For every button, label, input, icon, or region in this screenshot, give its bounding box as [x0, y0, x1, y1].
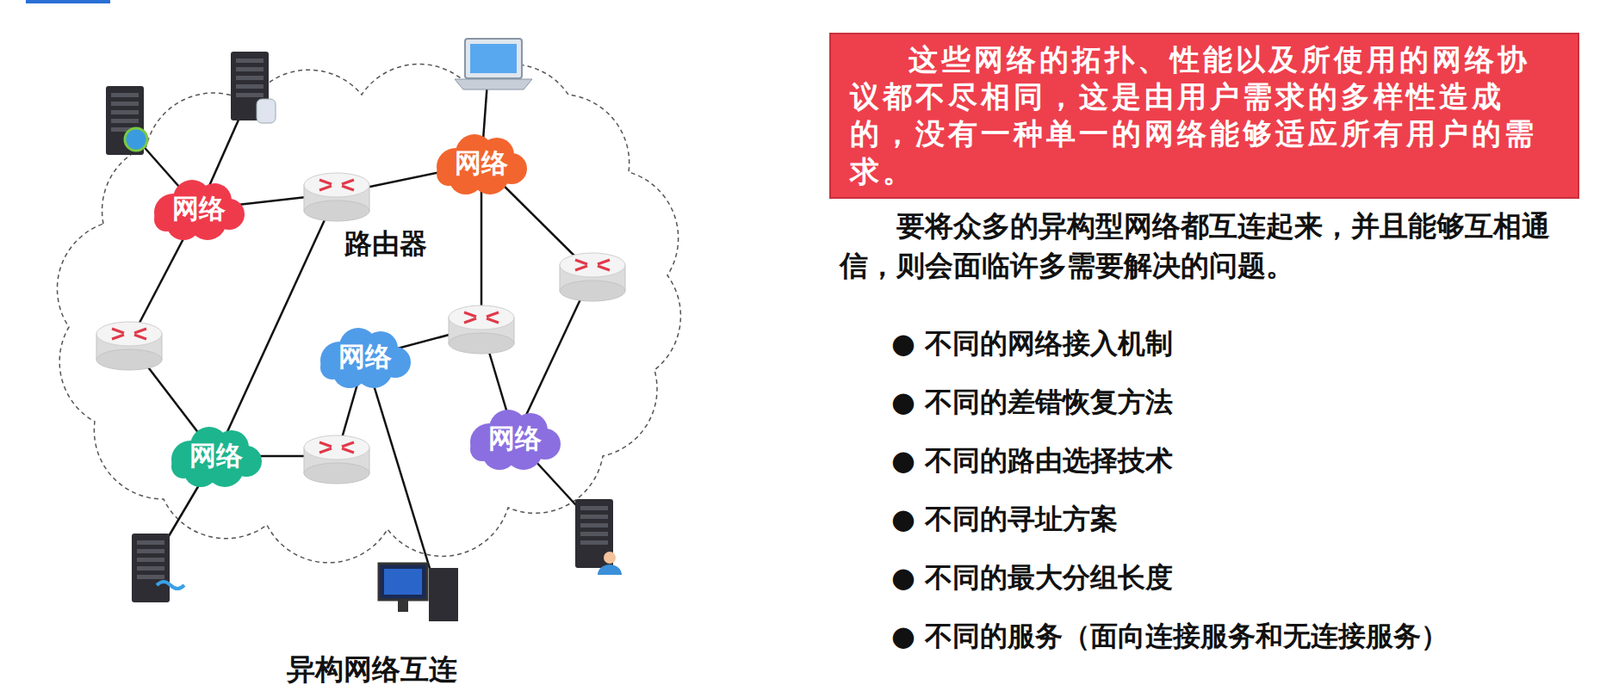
- bullet-item: ● 不同的最大分组长度: [891, 559, 1173, 598]
- database-server: [230, 51, 276, 124]
- desktop-computer: [378, 564, 459, 622]
- laptop: [454, 38, 533, 90]
- internet-outline: [56, 63, 681, 563]
- network-cloud: 网络: [147, 174, 251, 244]
- router: [303, 173, 370, 222]
- router: [448, 305, 515, 354]
- cloud-label: 网络: [313, 322, 417, 392]
- bullet-item: ● 不同的差错恢复方法: [891, 384, 1173, 422]
- cloud-label: 网络: [164, 421, 268, 491]
- bullet-item: ● 不同的寻址方案: [891, 501, 1118, 540]
- network-cloud: 网络: [164, 421, 268, 491]
- router: [96, 322, 162, 371]
- corner-bar: [25, 0, 111, 4]
- router: [303, 435, 370, 484]
- user-server: [575, 499, 622, 576]
- paragraph: 要将众多的异构型网络都互连起来，并且能够互相通信，则会面临许多需要解决的问题。: [839, 206, 1581, 286]
- router-label: 路由器: [344, 225, 428, 264]
- links: [120, 81, 595, 586]
- file-server: [131, 533, 185, 603]
- bullet-item: ● 不同的路由选择技术: [891, 442, 1173, 481]
- box-text: 这些网络的拓扑、性能以及所使用的网络协议都不尽相同，这是由用户需求的多样性造成的…: [849, 41, 1563, 191]
- cloud-label: 网络: [463, 404, 567, 474]
- bullet-item: ● 不同的网络接入机制: [891, 325, 1173, 364]
- cloud-label: 网络: [147, 174, 251, 244]
- caption: 异构网络互连: [286, 651, 458, 690]
- router: [559, 253, 626, 302]
- network-cloud: 网络: [313, 322, 417, 392]
- network-cloud: 网络: [429, 129, 534, 199]
- bullet-item: ● 不同的服务（面向连接服务和无连接服务）: [891, 618, 1449, 657]
- cloud-label: 网络: [429, 129, 534, 199]
- network-cloud: 网络: [463, 404, 567, 474]
- highlight-box: 这些网络的拓扑、性能以及所使用的网络协议都不尽相同，这是由用户需求的多样性造成的…: [829, 32, 1580, 199]
- web-server: [105, 86, 148, 156]
